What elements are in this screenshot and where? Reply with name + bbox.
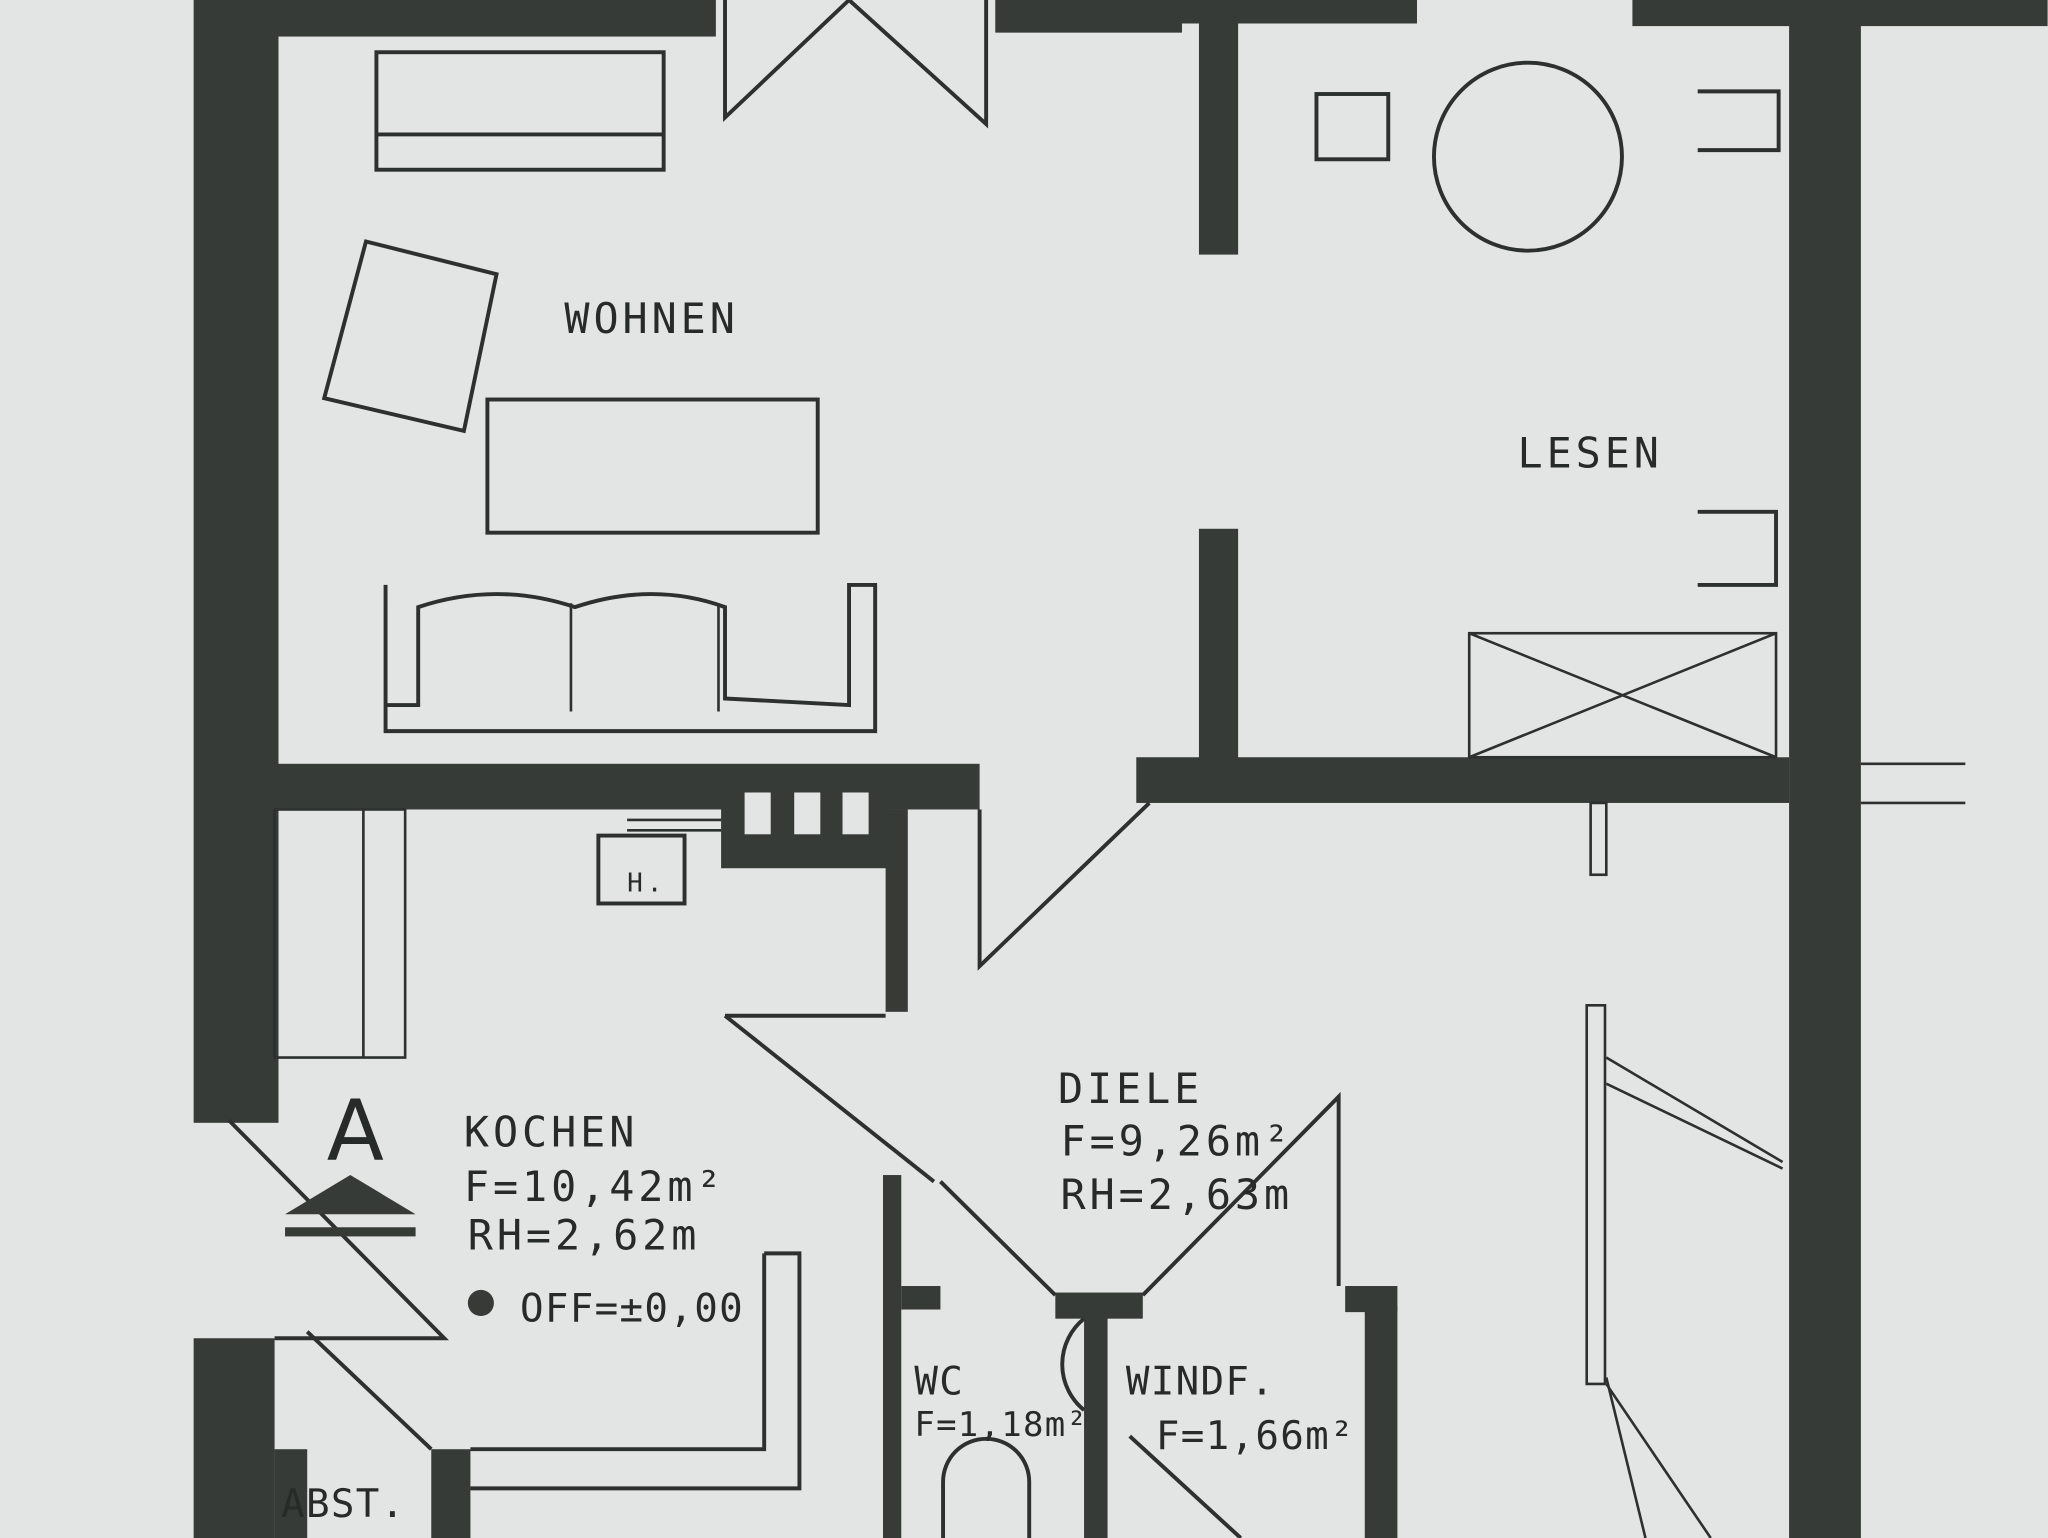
room-label-kochen: KOCHEN: [464, 1107, 638, 1156]
heater-label: H.: [627, 869, 666, 899]
railing: [1467, 631, 1778, 759]
heater: [596, 833, 687, 906]
wc-area: F=1,18m²: [914, 1405, 1088, 1445]
diele-height: RH=2,63m: [1061, 1170, 1294, 1219]
sofa: [383, 582, 878, 734]
room-label-wc: WC: [914, 1359, 964, 1404]
armchair: [321, 239, 499, 434]
round-table: [1432, 60, 1624, 253]
room-label-windfang: WINDF.: [1126, 1359, 1275, 1404]
section-arrow-icon: [285, 1175, 416, 1215]
kochen-area: F=10,42m²: [464, 1162, 726, 1211]
furniture: [321, 50, 1781, 906]
kochen-level: OFF=±0,00: [520, 1286, 744, 1331]
room-label-diele: DIELE: [1058, 1064, 1203, 1113]
room-labels: WOHNEN LESEN A KOCHEN F=10,42m² RH=2,62m…: [281, 294, 1663, 1527]
diele-area: F=9,26m²: [1061, 1116, 1294, 1165]
room-label-lesen: LESEN: [1518, 428, 1663, 477]
sideboard: [374, 50, 666, 172]
walls: [193, 0, 2048, 1538]
coffee-table: [485, 397, 820, 535]
doors-and-fixtures: [227, 0, 1966, 1538]
chair: [1314, 92, 1391, 162]
room-label-wohnen: WOHNEN: [564, 294, 738, 343]
room-label-abstell: ABST.: [281, 1482, 405, 1527]
windfang-area: F=1,66m²: [1156, 1414, 1355, 1459]
level-marker-icon: [467, 1289, 494, 1317]
section-marker-label: A: [327, 1081, 388, 1179]
kochen-height: RH=2,62m: [468, 1210, 701, 1259]
